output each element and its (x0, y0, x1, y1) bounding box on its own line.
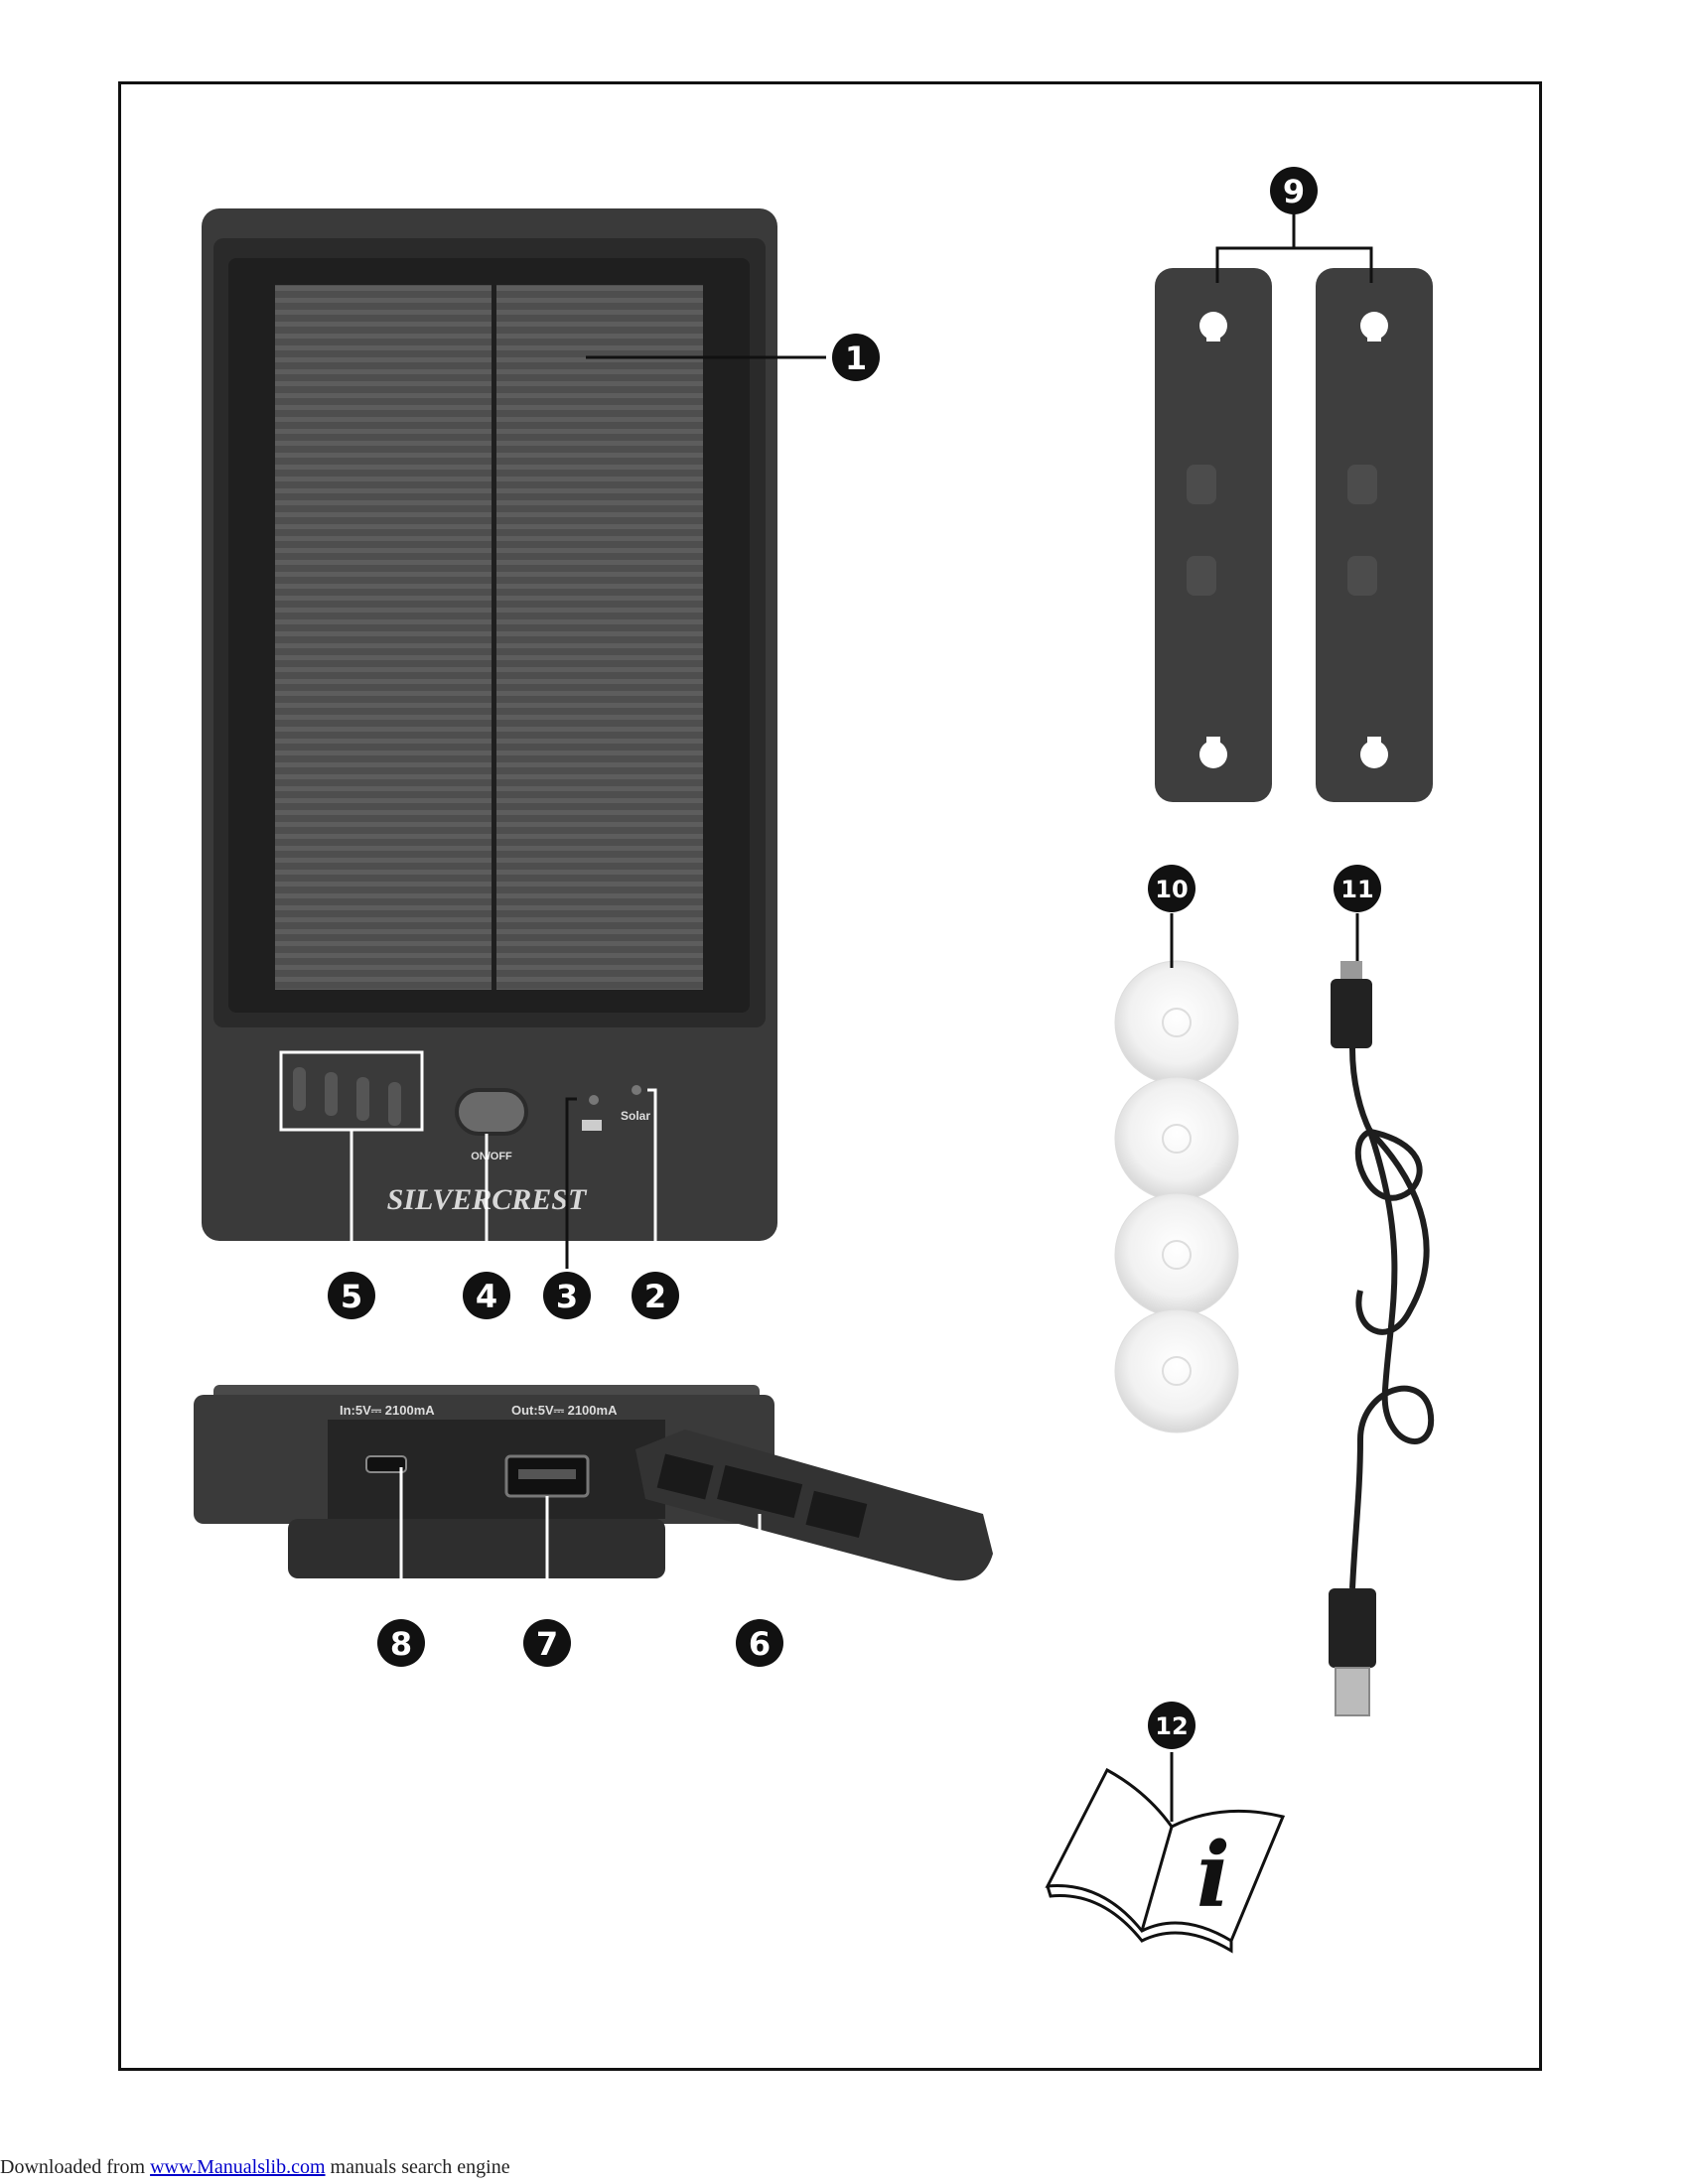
solar-panel (275, 285, 703, 990)
footer-prefix: Downloaded from (0, 2156, 151, 2178)
svg-text:1: 1 (845, 340, 867, 377)
svg-text:10: 10 (1155, 876, 1188, 903)
callout-4: 4 (463, 1272, 510, 1319)
callout-9: 9 (1270, 167, 1318, 214)
port-cover (635, 1430, 993, 1581)
info-icon: i (1196, 1823, 1230, 1928)
callout-10: 10 (1148, 865, 1196, 912)
micro-usb-input-port (365, 1455, 407, 1473)
port-in-label: In:5V⎓ 2100mA (340, 1403, 435, 1418)
callout-6: 6 (736, 1619, 783, 1667)
solar-label: Solar (621, 1109, 650, 1123)
callout-11: 11 (1334, 865, 1381, 912)
svg-text:5: 5 (341, 1278, 362, 1315)
callout-3: 3 (543, 1272, 591, 1319)
svg-text:2: 2 (644, 1278, 666, 1315)
svg-text:12: 12 (1155, 1712, 1188, 1740)
bracket-right (1316, 268, 1433, 802)
solar-charger-front: ON/OFF Solar SILVERCREST (202, 208, 826, 1269)
usb-cable (1329, 913, 1435, 1716)
svg-text:3: 3 (556, 1278, 578, 1315)
svg-text:8: 8 (390, 1625, 412, 1663)
on-off-button: ON/OFF (455, 1088, 528, 1162)
on-off-label: ON/OFF (471, 1151, 512, 1162)
callout-1: 1 (832, 334, 880, 381)
svg-text:11: 11 (1340, 876, 1373, 903)
port-out-label: Out:5V⎓ 2100mA (511, 1403, 618, 1418)
user-manual: i (1045, 1752, 1286, 1954)
solar-charger-bottom: In:5V⎓ 2100mA Out:5V⎓ 2100mA (194, 1385, 993, 1618)
charging-led (582, 1095, 602, 1131)
mounting-brackets (1155, 213, 1433, 802)
callout-2: 2 (632, 1272, 679, 1319)
svg-text:6: 6 (749, 1625, 771, 1663)
svg-text:4: 4 (476, 1278, 497, 1315)
bracket-left (1155, 268, 1272, 802)
solar-led: Solar (621, 1085, 650, 1123)
suction-cups (1114, 913, 1239, 1433)
svg-text:7: 7 (536, 1625, 558, 1663)
callout-7: 7 (523, 1619, 571, 1667)
callout-8: 8 (377, 1619, 425, 1667)
manualslib-link[interactable]: www.Manualslib.com (150, 2156, 326, 2178)
svg-text:9: 9 (1283, 173, 1305, 210)
callout-12: 12 (1148, 1702, 1196, 1749)
footer-suffix: manuals search engine (325, 2156, 510, 2178)
usb-output-port (504, 1454, 590, 1498)
page-frame (118, 81, 1542, 2071)
footer: Downloaded from www.Manualslib.com manua… (0, 2156, 510, 2179)
battery-level-leds (279, 1050, 424, 1132)
callout-5: 5 (328, 1272, 375, 1319)
